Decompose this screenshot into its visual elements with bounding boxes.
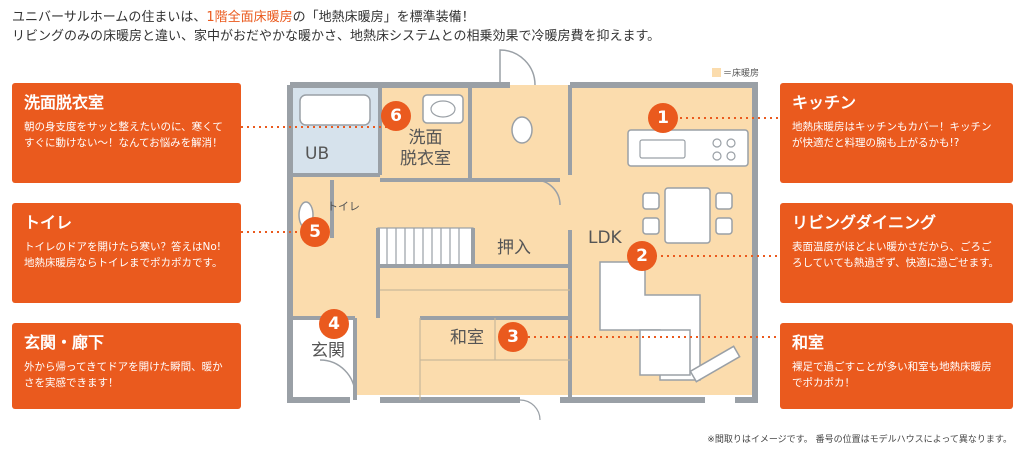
marker-1: 1 xyxy=(648,103,678,133)
room-label-genkan: 玄関 xyxy=(311,341,345,361)
washbasin xyxy=(422,94,464,124)
room-label-washitsu: 和室 xyxy=(450,328,484,348)
tatami-lines xyxy=(380,289,570,400)
bathtub xyxy=(299,94,371,126)
card-genkan-body: 外から帰ってきてドアを開けた瞬間、暖かさを実感できます！ xyxy=(24,361,223,389)
card-senmen-body: 朝の身支度をサッと整えたいのに、寒くてすぐに動けない～！なんてお悩みを解消！ xyxy=(24,121,223,149)
door-arc xyxy=(499,49,536,86)
marker-5: 5 xyxy=(300,217,330,247)
footnote: ※間取りはイメージです。 番号の位置はモデルハウスによって異なります。 xyxy=(707,435,1012,445)
legend-label: ＝床暖房 xyxy=(723,69,760,79)
card-kitchen-body: 地熱床暖房はキッチンもカバー！キッチンが快適だと料理の腕も上がるかも!? xyxy=(792,121,992,149)
marker-4: 4 xyxy=(319,309,349,339)
card-toilet-body: トイレのドアを開けたら寒い？答えはNo! 地熱床暖房ならトイレまでポカポカです。 xyxy=(24,241,223,269)
kitchen-counter xyxy=(627,129,749,167)
legend-swatch xyxy=(712,68,721,77)
header-line-1-prefix: ユニバーサルホームの住まいは、 xyxy=(12,10,207,25)
header-line-1: ユニバーサルホームの住まいは、1階全面床暖房の「地熱床暖房」を標準装備！ xyxy=(12,8,912,27)
tv-stand xyxy=(689,345,741,383)
room-label-oshiire: 押入 xyxy=(497,238,531,258)
card-kitchen-title: キッチン xyxy=(792,93,857,112)
card-washitsu: 和室 裸足で過ごすことが多い和室も地熱床暖房でポカポカ！ xyxy=(780,323,1013,409)
card-washitsu-title: 和室 xyxy=(792,333,825,352)
header-line-2: リビングのみの床暖房と違い、家中がおだやかな暖かさ、地熱床システムとの相乗効果で… xyxy=(12,29,661,44)
card-genkan: 玄関・廊下 外から帰ってきてドアを開けた瞬間、暖かさを実感できます！ xyxy=(12,323,241,409)
stairs xyxy=(377,227,474,267)
room-label-senmen-line-1: 洗面 xyxy=(408,128,443,148)
header-line-1-suffix: の「地熱床暖房」を標準装備！ xyxy=(292,10,475,25)
card-genkan-title: 玄関・廊下 xyxy=(24,333,105,352)
legend: ＝床暖房 xyxy=(712,66,759,79)
card-senmen-title: 洗面脱衣室 xyxy=(24,93,105,112)
card-kitchen: キッチン 地熱床暖房はキッチンもカバー！キッチンが快適だと料理の腕も上がるかも!… xyxy=(780,83,1013,183)
room-label-senmen-line-2: 脱衣室 xyxy=(400,149,451,169)
card-toilet-title: トイレ xyxy=(24,213,73,232)
header: ユニバーサルホームの住まいは、1階全面床暖房の「地熱床暖房」を標準装備！ リビン… xyxy=(12,8,912,46)
card-washitsu-body: 裸足で過ごすことが多い和室も地熱床暖房でポカポカ！ xyxy=(792,361,992,389)
dining-set xyxy=(642,187,733,244)
marker-6: 6 xyxy=(381,101,411,131)
room-label-toilet: トイレ xyxy=(327,200,360,213)
marker-3: 3 xyxy=(498,322,528,352)
coffee-table xyxy=(639,329,691,376)
marker-2: 2 xyxy=(627,241,657,271)
card-senmen: 洗面脱衣室 朝の身支度をサッと整えたいのに、寒くてすぐに動けない～！なんてお悩み… xyxy=(12,83,241,183)
card-living: リビングダイニング 表面温度がほどよい暖かさだから、ごろごろしていても熱過ぎず、… xyxy=(780,203,1013,303)
room-label-ub: UB xyxy=(305,144,330,164)
room-label-senmen: 洗面 脱衣室 xyxy=(400,128,451,170)
toilet-fixture-upstairs xyxy=(511,116,533,144)
card-toilet: トイレ トイレのドアを開けたら寒い？答えはNo! 地熱床暖房ならトイレまでポカポ… xyxy=(12,203,241,303)
card-living-title: リビングダイニング xyxy=(792,213,937,232)
room-label-ldk: LDK xyxy=(588,228,622,248)
walls xyxy=(287,82,758,403)
card-living-body: 表面温度がほどよい暖かさだから、ごろごろしていても熱過ぎず、快適に過ごせます。 xyxy=(792,241,1000,269)
header-line-1-accent: 1階全面床暖房 xyxy=(206,10,293,25)
